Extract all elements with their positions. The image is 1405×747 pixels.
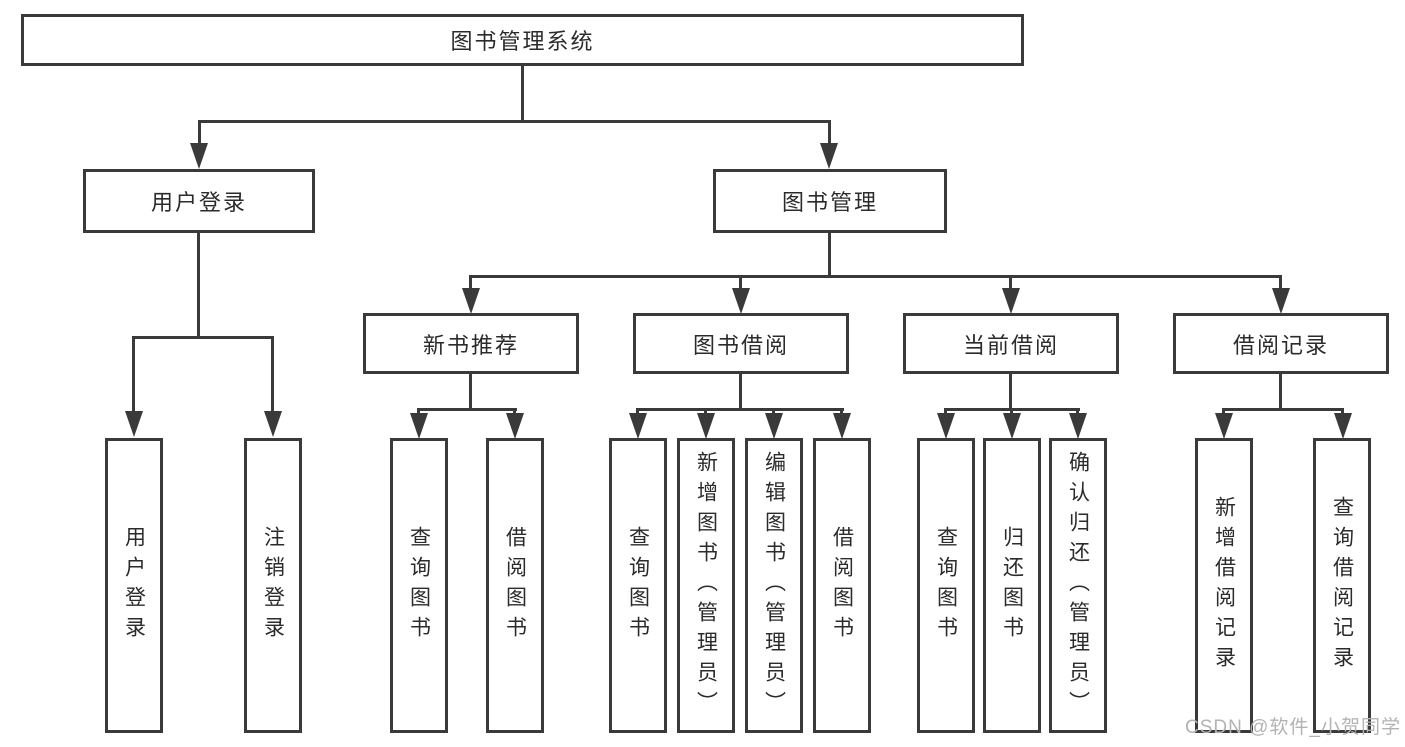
connector-line bbox=[1279, 374, 1282, 408]
arrowhead-icon bbox=[506, 413, 524, 439]
node-leaf-borrow-books-recommend: 借阅图书 bbox=[486, 438, 544, 733]
arrowhead-icon bbox=[1003, 413, 1021, 439]
node-leaf-add-books-admin: 新增图书（管理员） bbox=[677, 438, 735, 733]
connector-line bbox=[132, 336, 274, 339]
connector-line bbox=[944, 408, 947, 416]
node-leaf-logout: 注销登录 bbox=[244, 438, 302, 733]
connector-line bbox=[469, 275, 1282, 278]
arrowhead-icon bbox=[937, 413, 955, 439]
node-borrow-records: 借阅记录 bbox=[1173, 313, 1389, 374]
connector-line bbox=[1076, 408, 1079, 416]
arrowhead-icon bbox=[1069, 413, 1087, 439]
connector-line bbox=[521, 66, 524, 120]
connector-line bbox=[469, 275, 472, 291]
connector-line bbox=[840, 408, 843, 416]
arrowhead-icon bbox=[1334, 413, 1352, 439]
node-new-book-recommend: 新书推荐 bbox=[363, 313, 579, 374]
node-leaf-edit-books-admin: 编辑图书（管理员） bbox=[745, 438, 803, 733]
connector-line bbox=[828, 233, 831, 275]
node-leaf-query-books-recommend: 查询图书 bbox=[390, 438, 448, 733]
arrowhead-icon bbox=[697, 413, 715, 439]
arrowhead-icon bbox=[820, 143, 838, 169]
connector-line bbox=[197, 233, 200, 336]
connector-line bbox=[198, 120, 831, 123]
node-user-login: 用户登录 bbox=[83, 169, 315, 233]
arrowhead-icon bbox=[125, 411, 143, 437]
arrowhead-icon bbox=[765, 413, 783, 439]
node-root-system: 图书管理系统 bbox=[21, 14, 1024, 66]
arrowhead-icon bbox=[732, 288, 750, 314]
node-leaf-user-login: 用户登录 bbox=[105, 438, 163, 733]
connector-line bbox=[704, 408, 707, 416]
connector-line bbox=[772, 408, 775, 416]
connector-line bbox=[417, 408, 517, 411]
connector-line bbox=[1010, 408, 1013, 416]
connector-line bbox=[636, 408, 844, 411]
connector-line bbox=[469, 374, 472, 408]
node-leaf-return-books: 归还图书 bbox=[983, 438, 1041, 733]
connector-line bbox=[1009, 374, 1012, 408]
arrowhead-icon bbox=[264, 411, 282, 437]
arrowhead-icon bbox=[462, 288, 480, 314]
arrowhead-icon bbox=[410, 413, 428, 439]
node-leaf-query-books-borrow: 查询图书 bbox=[609, 438, 667, 733]
connector-line bbox=[417, 408, 420, 416]
node-current-borrow: 当前借阅 bbox=[903, 313, 1119, 374]
connector-line bbox=[828, 120, 831, 148]
csdn-watermark: CSDN @软件_小贺同学 bbox=[1185, 717, 1401, 738]
arrowhead-icon bbox=[1002, 288, 1020, 314]
arrowhead-icon bbox=[190, 143, 208, 169]
connector-line bbox=[1222, 408, 1225, 416]
connector-line bbox=[132, 336, 135, 414]
node-book-management: 图书管理 bbox=[713, 169, 947, 233]
connector-line bbox=[739, 275, 742, 291]
connector-line bbox=[513, 408, 516, 416]
node-book-borrow: 图书借阅 bbox=[633, 313, 849, 374]
connector-line bbox=[1222, 408, 1344, 411]
arrowhead-icon bbox=[1215, 413, 1233, 439]
connector-line bbox=[271, 336, 274, 414]
arrowhead-icon bbox=[833, 413, 851, 439]
connector-line bbox=[1279, 275, 1282, 291]
node-leaf-confirm-return-admin: 确认归还（管理员） bbox=[1049, 438, 1107, 733]
connector-line bbox=[1009, 275, 1012, 291]
arrowhead-icon bbox=[1272, 288, 1290, 314]
connector-line bbox=[739, 374, 742, 408]
node-leaf-add-borrow-record: 新增借阅记录 bbox=[1195, 438, 1253, 733]
connector-line bbox=[636, 408, 639, 416]
connector-line bbox=[198, 120, 201, 148]
arrowhead-icon bbox=[629, 413, 647, 439]
node-leaf-query-books-current: 查询图书 bbox=[917, 438, 975, 733]
connector-line bbox=[1341, 408, 1344, 416]
node-leaf-borrow-books: 借阅图书 bbox=[813, 438, 871, 733]
node-leaf-query-borrow-record: 查询借阅记录 bbox=[1313, 438, 1371, 733]
